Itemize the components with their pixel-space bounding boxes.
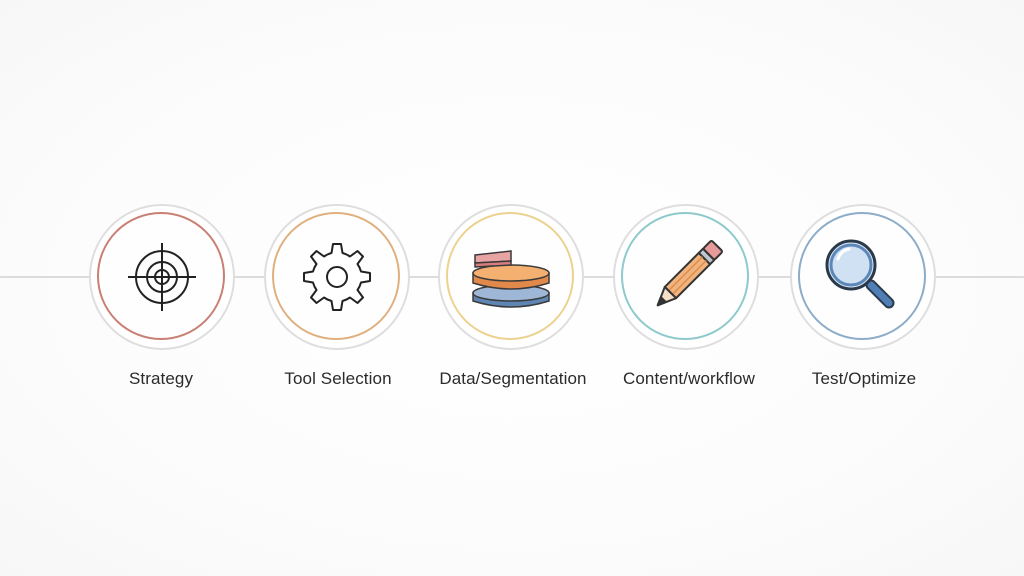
step-label-tool-selection: Tool Selection — [284, 369, 392, 388]
step-label-test-optimize: Test/Optimize — [811, 369, 917, 388]
step-test-optimize — [790, 204, 936, 350]
magnifying-glass-icon — [825, 239, 895, 309]
step-label-content-workflow: Content/workflow — [623, 369, 755, 388]
step-label-strategy: Strategy — [128, 369, 194, 388]
step-data-segmentation — [438, 204, 584, 350]
step-tool-selection — [264, 204, 410, 350]
step-strategy — [89, 204, 235, 350]
step-content-workflow — [613, 204, 759, 350]
target-icon — [128, 243, 196, 311]
pencil-icon — [656, 240, 723, 307]
gear-icon — [303, 243, 371, 311]
step-label-data-segmentation: Data/Segmentation — [439, 369, 587, 388]
database-stack-icon — [472, 250, 550, 308]
